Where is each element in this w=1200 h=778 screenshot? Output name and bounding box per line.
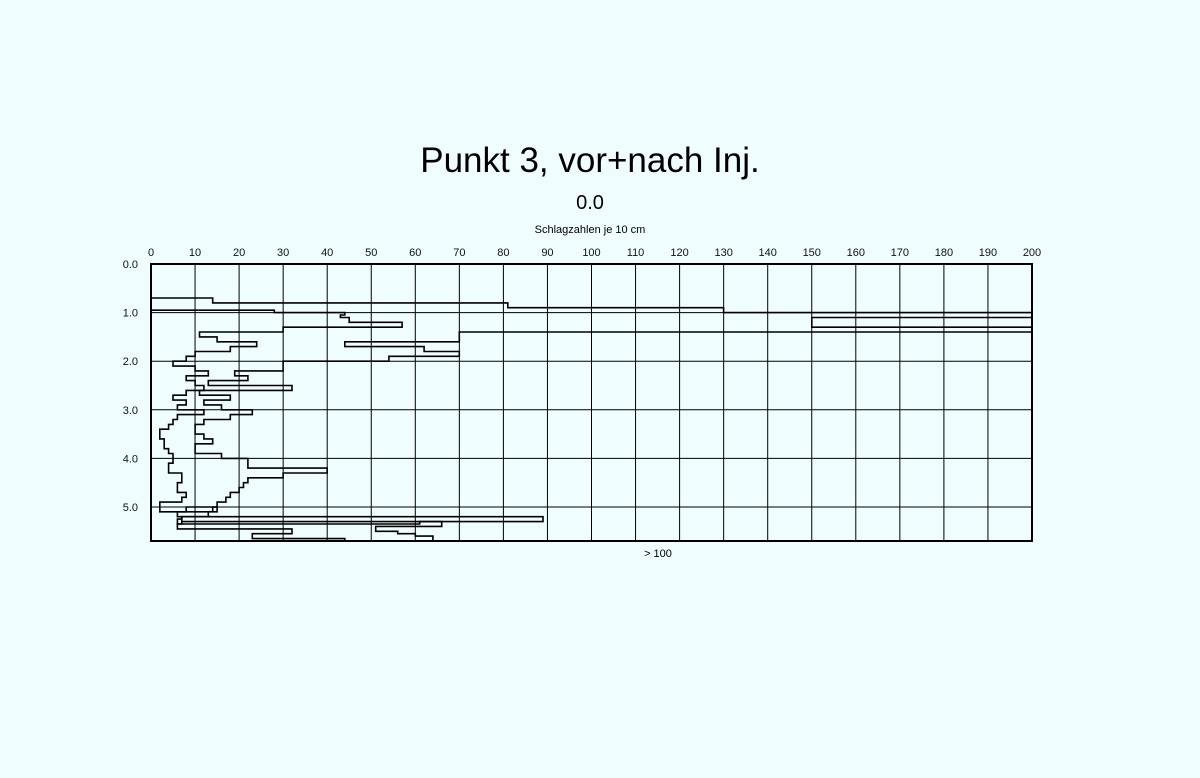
y-tick-label: 0.0: [123, 259, 138, 271]
chart-title: Punkt 3, vor+nach Inj.: [420, 141, 760, 180]
plot-frame: [150, 263, 1033, 542]
x-tick-label: 130: [714, 247, 732, 259]
x-tick-label: 160: [847, 247, 865, 259]
x-axis-label: Schlagzahlen je 10 cm: [535, 224, 646, 236]
x-tick-label: 10: [189, 247, 201, 259]
y-tick-label: 5.0: [123, 502, 138, 514]
y-tick-label: 3.0: [123, 405, 138, 417]
x-tick-label: 60: [409, 247, 421, 259]
y-tick-labels: 0.0 1.0 2.0 3.0 4.0 5.0: [123, 259, 138, 514]
x-tick-label: 50: [365, 247, 377, 259]
y-tick-label: 4.0: [123, 453, 138, 465]
x-tick-label: 0: [148, 247, 154, 259]
x-tick-label: 140: [759, 247, 777, 259]
y-tick-label: 1.0: [123, 308, 138, 320]
x-tick-label: 120: [670, 247, 688, 259]
x-tick-label: 40: [321, 247, 333, 259]
x-tick-label: 90: [541, 247, 553, 259]
x-tick-label: 180: [935, 247, 953, 259]
x-tick-labels: 0 10 20 30 40 50 60 70 80 90 100 110 120 130 140 150 160…: [148, 247, 1041, 259]
x-tick-label: 170: [891, 247, 909, 259]
x-tick-label: 110: [627, 247, 645, 259]
x-tick-label: 100: [582, 247, 600, 259]
note-label: > 100: [644, 548, 672, 560]
x-tick-label: 200: [1023, 247, 1041, 259]
x-tick-label: 30: [277, 247, 289, 259]
x-tick-label: 150: [803, 247, 821, 259]
grid: [151, 264, 1032, 541]
x-tick-label: 20: [233, 247, 245, 259]
x-tick-label: 80: [497, 247, 509, 259]
y-tick-label: 2.0: [123, 356, 138, 368]
x-tick-label: 70: [453, 247, 465, 259]
series-line-2: [151, 309, 443, 541]
series-group: [151, 297, 1033, 541]
chart-subtitle: 0.0: [576, 192, 604, 214]
x-tick-label: 190: [979, 247, 997, 259]
